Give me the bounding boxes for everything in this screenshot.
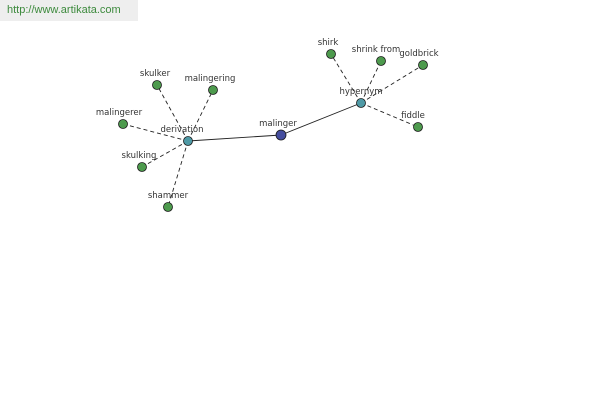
edge-hypernym-fiddle [360, 102, 419, 128]
node-malingering[interactable] [208, 85, 218, 95]
node-derivation[interactable] [183, 136, 193, 146]
node-shammer[interactable] [163, 202, 173, 212]
node-shrink-from[interactable] [376, 56, 386, 66]
graph-nodes [118, 49, 428, 212]
label-derivation[interactable]: derivation [160, 125, 203, 135]
label-fiddle[interactable]: fiddle [401, 111, 425, 121]
node-malingerer[interactable] [118, 119, 128, 129]
node-skulker[interactable] [152, 80, 162, 90]
label-malinger[interactable]: malinger [259, 119, 297, 129]
graph-edges [122, 53, 424, 208]
node-hypernym[interactable] [356, 98, 366, 108]
label-hypernym[interactable]: hypernym [339, 87, 382, 97]
label-shrink-from[interactable]: shrink from [352, 45, 400, 55]
edge-derivation-shammer [167, 140, 189, 208]
edge-hypernym-shrink-from [360, 60, 382, 104]
label-goldbrick[interactable]: goldbrick [399, 49, 438, 59]
label-malingering[interactable]: malingering [185, 74, 236, 84]
edge-derivation-skulker [156, 84, 189, 142]
label-skulker[interactable]: skulker [140, 69, 171, 79]
node-malinger[interactable] [275, 129, 287, 141]
node-shirk[interactable] [326, 49, 336, 59]
node-fiddle[interactable] [413, 122, 423, 132]
node-goldbrick[interactable] [418, 60, 428, 70]
edge-malinger-derivation [187, 134, 282, 142]
label-shirk[interactable]: shirk [318, 38, 339, 48]
node-skulking[interactable] [137, 162, 147, 172]
source-url-link[interactable]: http://www.artikata.com [7, 4, 121, 16]
source-banner: http://www.artikata.com [0, 0, 138, 21]
edge-derivation-malingering [187, 89, 214, 142]
edge-hypernym-goldbrick [360, 64, 424, 104]
label-shammer[interactable]: shammer [148, 191, 189, 201]
label-malingerer[interactable]: malingerer [96, 108, 143, 118]
edge-malinger-hypernym [280, 102, 362, 136]
graph-labels: skulker malingering malingerer skulking sham… [96, 38, 439, 201]
edge-derivation-skulking [141, 140, 189, 168]
label-skulking[interactable]: skulking [122, 151, 157, 161]
edge-hypernym-shirk [330, 53, 362, 104]
